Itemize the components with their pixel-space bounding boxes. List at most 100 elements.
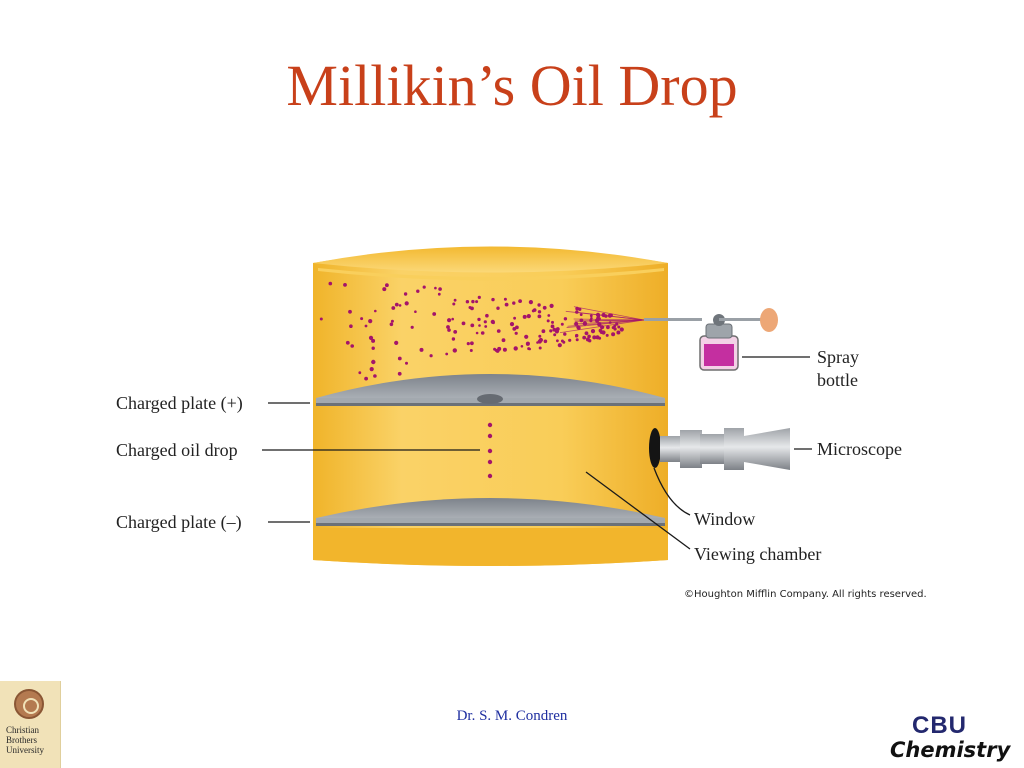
spray-streak: [567, 319, 645, 327]
oil-droplet: [609, 313, 613, 317]
oil-droplet: [501, 338, 506, 343]
oil-droplet: [579, 318, 584, 323]
oil-droplet: [403, 292, 408, 296]
oil-droplet: [451, 317, 455, 321]
oil-droplet: [509, 322, 515, 327]
oil-droplet: [547, 314, 551, 317]
label-microscope: Microscope: [817, 439, 902, 459]
oil-droplet: [549, 329, 553, 333]
label-charged-plate-positive: Charged plate (+): [116, 393, 243, 414]
oil-droplet: [512, 327, 517, 331]
oil-droplet: [557, 343, 562, 348]
oil-droplet: [491, 297, 495, 302]
oil-droplet: [394, 340, 399, 345]
oil-droplet: [404, 301, 409, 306]
oil-droplet: [537, 310, 542, 314]
oil-droplet: [606, 325, 610, 330]
oil-droplet: [364, 376, 368, 381]
oil-droplet: [485, 313, 489, 318]
oil-droplet: [405, 361, 408, 365]
window: [649, 428, 661, 468]
oil-droplet: [478, 324, 481, 327]
spray-streak: [573, 318, 645, 321]
cbu-seal-logo: Christian Brothers University: [0, 681, 61, 768]
oil-droplet: [429, 354, 433, 358]
logo-university-name: Christian Brothers University: [6, 725, 44, 755]
oil-droplet: [465, 300, 470, 304]
oil-droplet: [531, 309, 535, 313]
plate-hole: [477, 394, 503, 404]
label-window: Window: [694, 509, 755, 529]
oil-droplet: [513, 346, 518, 351]
oil-droplet: [349, 324, 353, 329]
oil-droplet: [528, 300, 534, 305]
charged-oil-drops: [487, 422, 493, 479]
label-viewing-chamber: Viewing chamber: [694, 544, 821, 564]
oil-droplet: [546, 319, 550, 323]
oil-droplet: [518, 299, 522, 303]
oil-droplet: [604, 314, 608, 318]
oil-droplet: [452, 348, 457, 353]
oil-droplet: [343, 283, 347, 287]
microscope: [649, 428, 790, 470]
oil-droplet: [389, 322, 394, 327]
label-spray-line1: Spray: [817, 347, 859, 367]
oil-droplet: [416, 289, 420, 293]
oil-droplet: [419, 347, 424, 352]
oil-droplet: [446, 325, 450, 329]
oil-droplet: [600, 325, 605, 330]
oil-droplet: [394, 302, 399, 307]
oil-droplet: [371, 346, 375, 350]
oil-droplet: [527, 347, 531, 351]
spray-bulb: [760, 308, 778, 332]
oil-droplet: [578, 307, 582, 311]
oil-droplet: [619, 327, 624, 332]
oil-droplet: [483, 320, 487, 324]
oil-droplet: [608, 321, 612, 324]
oil-droplet: [345, 340, 350, 345]
oil-droplet: [477, 317, 481, 322]
label-spray-line2: bottle: [817, 370, 858, 390]
oil-droplet: [575, 334, 578, 338]
oil-droplet: [550, 324, 555, 329]
oil-droplet: [589, 314, 593, 318]
oil-droplet: [552, 327, 557, 332]
oil-droplet: [437, 292, 441, 296]
oil-droplet: [368, 335, 374, 340]
oil-droplet: [538, 346, 542, 350]
charged-plate-positive: [316, 374, 665, 406]
oil-droplet: [348, 309, 352, 314]
oil-droplet: [452, 302, 456, 306]
oil-droplet: [480, 331, 485, 335]
oil-droplet: [397, 371, 402, 376]
oil-droplet: [596, 316, 600, 321]
oil-droplet: [556, 339, 559, 343]
oil-droplet: [512, 301, 516, 305]
oil-droplet: [358, 371, 362, 375]
oil-droplet: [560, 339, 564, 343]
oil-droplet: [382, 287, 387, 292]
oil-droplet: [551, 320, 554, 324]
oil-droplet: [575, 338, 579, 342]
oil-droplet: [563, 332, 567, 336]
oil-droplet: [524, 334, 529, 339]
oil-droplet: [350, 344, 355, 348]
oil-droplet: [563, 317, 568, 321]
cbu-chemistry-logo: CBU Chemistry: [888, 712, 1012, 768]
logo-cbu-text: CBU: [912, 712, 967, 739]
oil-droplet: [520, 345, 524, 348]
spray-streak: [573, 306, 645, 321]
oil-droplet: [385, 283, 389, 288]
oil-droplet: [492, 321, 495, 325]
logo-chemistry-text: Chemistry: [890, 738, 1011, 762]
oil-droplet: [537, 303, 541, 307]
oil-droplet: [414, 310, 417, 314]
oil-droplet: [522, 314, 527, 319]
oil-droplet: [438, 287, 442, 291]
oil-droplet: [471, 299, 475, 304]
oil-droplet: [469, 349, 473, 352]
oil-droplet: [493, 347, 497, 351]
oil-droplet: [328, 281, 333, 286]
oil-droplet: [461, 321, 466, 326]
oil-droplet: [549, 303, 554, 308]
